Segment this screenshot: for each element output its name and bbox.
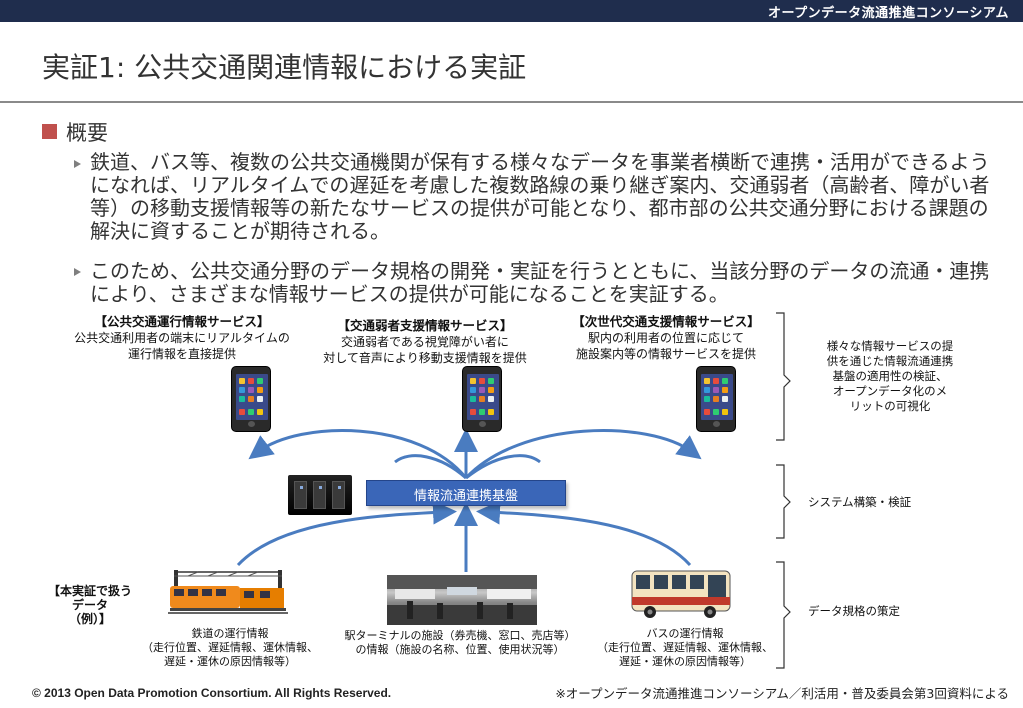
data-source-bus-detail: 遅延・運休の原因情報等） bbox=[619, 655, 751, 668]
example-data-label-line: （例）】 bbox=[68, 612, 111, 626]
service-2-desc-line2: 対して音声により移動支援情報を提供 bbox=[323, 351, 527, 365]
triangle-bullet-icon bbox=[74, 160, 81, 168]
brace-system bbox=[776, 464, 791, 539]
data-source-bus-title: バスの運行情報 bbox=[646, 627, 724, 640]
bus-icon bbox=[631, 570, 731, 618]
source-note: ※オープンデータ流通推進コンソーシアム／利活用・普及委員会第3回資料による bbox=[555, 686, 1009, 701]
brace-note-services: 様々な情報サービスの提 供を通じた情報流通連携 基盤の適用性の検証、 オープンデ… bbox=[800, 339, 980, 414]
arrow-to-service-3 bbox=[464, 429, 702, 480]
service-1-title: 【公共交通運行情報サービス】 bbox=[94, 314, 270, 329]
overview-bullet-2: このため、公共交通分野のデータ規格の開発・実証を行うとともに、当該分野のデータの… bbox=[90, 259, 990, 306]
arrow-from-bus bbox=[476, 500, 692, 566]
example-data-label: 【本実証で扱う データ （例）】 bbox=[30, 584, 150, 626]
brace-note-services-line: オープンデータ化のメ bbox=[832, 384, 948, 398]
server-icon bbox=[288, 475, 352, 515]
data-source-station: 駅ターミナルの施設（券売機、窓口、売店等） の情報（施設の名称、位置、使用状況等… bbox=[330, 629, 590, 657]
smartphone-icon bbox=[462, 366, 502, 432]
data-platform-label: 情報流通連携基盤 bbox=[413, 489, 518, 504]
service-3-desc-line2: 施設案内等の情報サービスを提供 bbox=[575, 347, 756, 361]
header-bar: オープンデータ流通推進コンソーシアム bbox=[0, 0, 1023, 22]
title-divider bbox=[0, 101, 1023, 103]
overview-bullet-1: 鉄道、バス等、複数の公共交通機関が保有する様々なデータを事業者横断で連携・活用が… bbox=[90, 150, 990, 243]
service-2-desc-line1: 交通弱者である視覚障がい者に bbox=[341, 335, 509, 349]
service-1-desc-line1: 公共交通利用者の端末にリアルタイムの bbox=[74, 331, 290, 345]
service-2-label: 【交通弱者支援情報サービス】 交通弱者である視覚障がい者に 対して音声により移動… bbox=[305, 318, 545, 366]
brace-note-system: システム構築・検証 bbox=[808, 495, 912, 509]
brace-note-services-line: 供を通じた情報流通連携 bbox=[826, 354, 954, 368]
brace-data bbox=[776, 561, 791, 669]
service-1-desc-line2: 運行情報を直接提供 bbox=[127, 347, 236, 361]
brace-note-services-line: リットの可視化 bbox=[849, 399, 931, 413]
data-source-station-detail: の情報（施設の名称、位置、使用状況等） bbox=[355, 643, 565, 656]
data-source-train-detail: 遅延・運休の原因情報等） bbox=[164, 655, 296, 668]
example-data-label-line: データ bbox=[71, 598, 108, 612]
org-label: オープンデータ流通推進コンソーシアム bbox=[767, 6, 1009, 21]
service-3-title: 【次世代交通支援情報サービス】 bbox=[572, 314, 760, 329]
arrow-branch-left bbox=[394, 454, 467, 480]
station-photo bbox=[387, 575, 537, 625]
service-1-label: 【公共交通運行情報サービス】 公共交通利用者の端末にリアルタイムの 運行情報を直… bbox=[42, 314, 322, 362]
data-platform-box: 情報流通連携基盤 bbox=[366, 480, 566, 506]
data-source-station-title: 駅ターミナルの施設（券売機、窓口、売店等） bbox=[344, 629, 576, 642]
data-source-bus: バスの運行情報 （走行位置、遅延情報、運休情報、 遅延・運休の原因情報等） bbox=[590, 627, 780, 669]
data-source-train: 鉄道の運行情報 （走行位置、遅延情報、運休情報、 遅延・運休の原因情報等） bbox=[140, 627, 320, 669]
section-bullet-icon bbox=[42, 124, 57, 139]
triangle-bullet-icon bbox=[74, 268, 81, 276]
brace-note-services-line: 様々な情報サービスの提 bbox=[826, 339, 954, 353]
arrow-from-train bbox=[236, 500, 457, 567]
arrow-branch-right bbox=[465, 454, 541, 480]
service-2-title: 【交通弱者支援情報サービス】 bbox=[337, 318, 513, 333]
slide-title: 実証1: 公共交通関連情報における実証 bbox=[42, 51, 527, 84]
brace-services bbox=[776, 312, 791, 441]
arrow-to-service-1 bbox=[248, 429, 468, 479]
train-icon bbox=[168, 570, 288, 614]
copyright-text: © 2013 Open Data Promotion Consortium. A… bbox=[32, 686, 392, 700]
example-data-label-line: 【本実証で扱う bbox=[47, 584, 132, 598]
brace-note-data: データ規格の策定 bbox=[808, 604, 900, 618]
data-source-train-detail: （走行位置、遅延情報、運休情報、 bbox=[142, 641, 318, 654]
smartphone-icon bbox=[231, 366, 271, 432]
service-3-desc-line1: 駅内の利用者の位置に応じて bbox=[587, 331, 744, 345]
data-source-train-title: 鉄道の運行情報 bbox=[191, 627, 269, 640]
brace-note-services-line: 基盤の適用性の検証、 bbox=[832, 369, 948, 383]
service-3-label: 【次世代交通支援情報サービス】 駅内の利用者の位置に応じて 施設案内等の情報サー… bbox=[552, 314, 780, 362]
overview-heading: 概要 bbox=[66, 121, 108, 145]
data-source-bus-detail: （走行位置、遅延情報、運休情報、 bbox=[597, 641, 773, 654]
smartphone-icon bbox=[696, 366, 736, 432]
